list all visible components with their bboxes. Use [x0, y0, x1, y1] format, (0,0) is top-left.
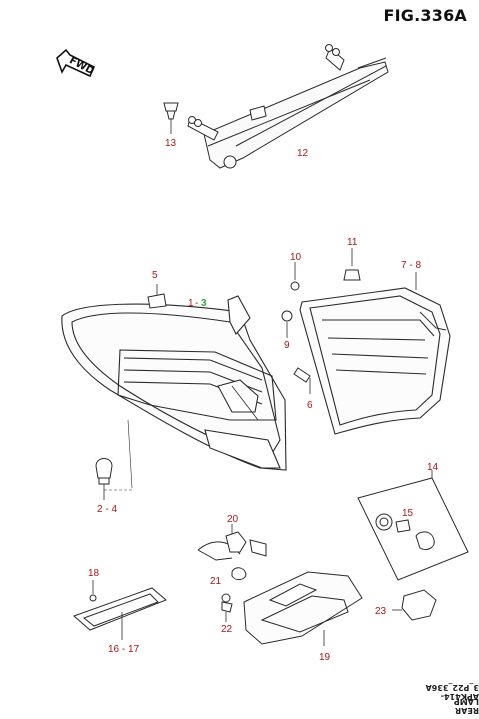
tail-lamp-assembly: [61, 295, 287, 471]
callout-3-highlighted: 3: [201, 298, 207, 309]
high-mount-stop-lamp: [187, 44, 389, 169]
callout-12: 12: [297, 148, 309, 159]
screw-part-10: [290, 262, 300, 291]
callout-14: 14: [427, 462, 439, 473]
callout-2-4: 2 - 4: [97, 504, 117, 515]
callout-16-17: 16 - 17: [108, 644, 140, 655]
nut-part-11: [343, 248, 361, 281]
callout-21: 21: [210, 576, 222, 587]
bulb-part-2-4: [95, 419, 133, 500]
callout-10: 10: [290, 252, 302, 263]
callout-1: 1: [188, 298, 194, 309]
callout-15: 15: [402, 508, 414, 519]
bulb-socket-box: [357, 470, 469, 581]
figure-title: FIG.336A: [383, 6, 467, 25]
callout-20: 20: [227, 514, 239, 525]
grommet-part-9: [281, 310, 293, 338]
clip-part-5: [147, 284, 167, 309]
forward-direction-arrow: FWD: [56, 48, 96, 77]
callout-19: 19: [319, 652, 331, 663]
callout-18: 18: [88, 568, 100, 579]
callout-23: 23: [375, 606, 387, 617]
callout-1-dash: -: [195, 298, 198, 309]
clip-part-13: [163, 102, 179, 134]
callout-13: 13: [165, 138, 177, 149]
callout-22: 22: [221, 624, 233, 635]
inner-lamp-assembly: [299, 272, 451, 435]
callout-11: 11: [347, 237, 358, 248]
wiring-socket-part-20-21: [197, 524, 267, 581]
bolt-part-6: [293, 367, 311, 394]
rear-reflector-lamp-part-19: [243, 571, 363, 646]
connector-part-23: [392, 589, 437, 621]
footer-name: REAR LAMP: [453, 697, 479, 715]
callout-5: 5: [152, 270, 158, 281]
callout-7-8: 7 - 8: [401, 260, 421, 271]
fwd-label: FWD: [67, 55, 95, 77]
callout-9: 9: [284, 340, 290, 351]
side-marker-lamp: [73, 580, 167, 640]
callout-6: 6: [307, 400, 313, 411]
screw-part-22: [221, 593, 233, 622]
